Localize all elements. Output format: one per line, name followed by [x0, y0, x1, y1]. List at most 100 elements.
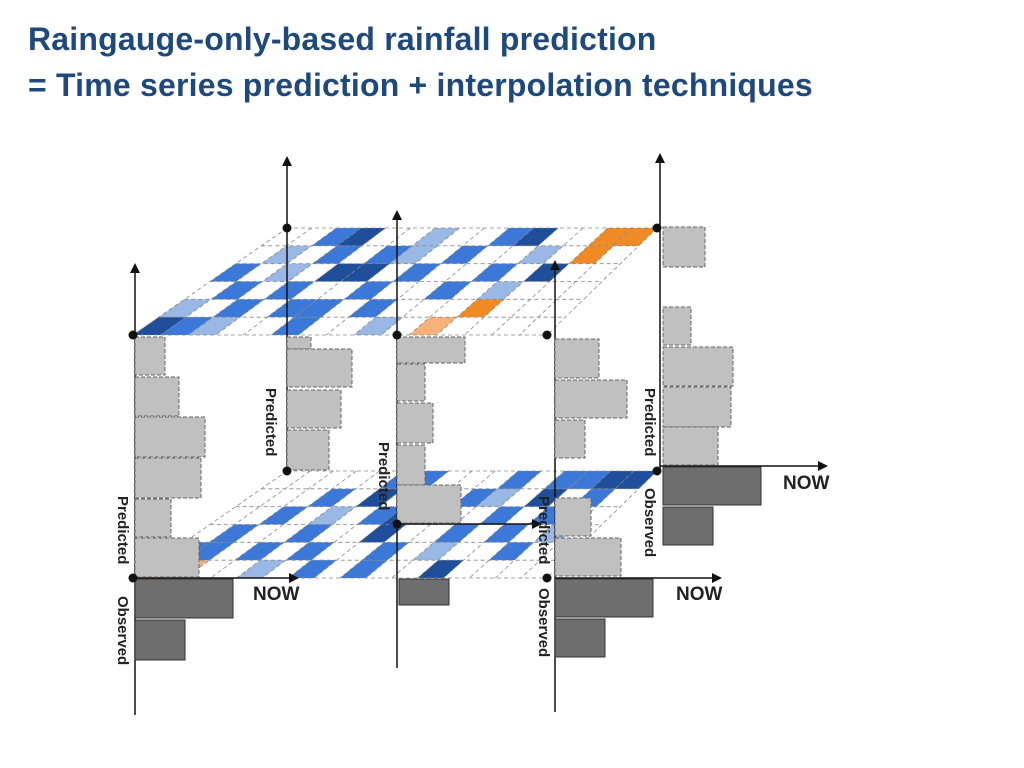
- bottom-grid-cell: [236, 560, 286, 578]
- gauge-point: [652, 466, 662, 476]
- predicted-bar: [134, 498, 172, 538]
- axes-and-connectors: [130, 153, 828, 715]
- top-grid-cell: [412, 228, 460, 246]
- top-grid-cell: [613, 228, 657, 246]
- predicted-bar: [286, 389, 342, 429]
- predicted-bar: [396, 336, 466, 364]
- top-grid-cell: [158, 299, 211, 318]
- diagram-labels: PredictedObservedPredictedPredictedPredi…: [114, 388, 829, 665]
- bottom-grid-cell: [489, 542, 534, 561]
- predicted-bar: [286, 429, 330, 471]
- top-grid-cell: [523, 263, 570, 282]
- predicted-bar: [662, 226, 706, 268]
- top-grid-cell: [392, 263, 441, 282]
- gauge-point: [652, 223, 662, 233]
- top-grid-cell: [456, 299, 504, 318]
- top-grid-cell: [340, 263, 390, 282]
- bottom-grid-cell: [284, 524, 333, 543]
- top-grid-cell: [160, 317, 213, 335]
- bottom-grid-cell: [340, 560, 388, 578]
- predicted-bar: [134, 416, 206, 458]
- bottom-rainfall-grid: [132, 470, 658, 579]
- top-grid-cell: [588, 228, 633, 246]
- top-grid-cell: [311, 228, 361, 246]
- top-grid-gridline: [353, 227, 485, 336]
- predicted-bar: [662, 386, 732, 428]
- bottom-grid-gridline: [417, 470, 542, 579]
- bottom-grid-cell: [355, 488, 403, 507]
- gauge-point: [542, 573, 552, 583]
- observed-bar: [134, 578, 234, 619]
- top-grid-cell: [517, 245, 564, 264]
- top-grid-cell: [212, 299, 265, 318]
- bottom-grid-cell: [307, 488, 356, 507]
- title-line-1: Raingauge-only-based rainfall prediction: [28, 21, 657, 57]
- bottom-grid-cell: [308, 506, 356, 525]
- predicted-bar: [662, 346, 734, 387]
- predicted-label-back-left: Predicted: [262, 388, 279, 456]
- predicted-bar: [286, 348, 353, 388]
- observed-bar: [662, 466, 762, 506]
- top-grid-cell: [353, 317, 403, 335]
- bottom-grid-cell: [591, 471, 634, 489]
- top-grid-cell: [267, 299, 318, 318]
- observed-bar: [554, 578, 654, 618]
- observed-label-left: Observed: [114, 596, 131, 665]
- bottom-grid-cell: [359, 524, 406, 543]
- top-grid-cell: [409, 317, 457, 335]
- gauge-point: [282, 466, 292, 476]
- predicted-label-front-right: Predicted: [535, 496, 552, 564]
- top-grid-cell: [423, 281, 472, 300]
- predicted-label-right: Predicted: [641, 388, 658, 456]
- observed-bar: [398, 578, 450, 606]
- predicted-bar: [286, 336, 312, 350]
- bottom-grid-cell: [234, 542, 285, 561]
- bottom-grid-cell: [288, 560, 337, 578]
- predicted-bar: [554, 338, 600, 379]
- top-grid-cell: [487, 228, 534, 246]
- bottom-grid-cell: [433, 524, 480, 543]
- predicted-bar: [396, 363, 426, 402]
- bottom-grid-cell: [479, 506, 525, 525]
- top-grid-cell: [314, 263, 364, 282]
- top-grid-cell: [512, 228, 559, 246]
- now-label-front-right: NOW: [676, 584, 723, 605]
- top-grid-cell: [389, 245, 438, 264]
- gauge-point: [282, 223, 292, 233]
- predicted-bar: [134, 537, 200, 578]
- bottom-grid-cell: [476, 488, 521, 507]
- predicted-bar: [134, 376, 180, 417]
- top-grid-gridline: [408, 227, 534, 336]
- top-grid-cell: [344, 281, 393, 300]
- top-grid-cell: [271, 317, 322, 335]
- top-grid-cell: [294, 299, 345, 318]
- top-grid-gridline: [270, 227, 411, 336]
- gauge-point: [392, 330, 402, 340]
- bottom-grid-cell: [497, 471, 542, 489]
- predicted-bar: [554, 497, 592, 537]
- observed-bar: [662, 506, 714, 546]
- bottom-grid-cell: [417, 560, 464, 578]
- rainfall-bars: [134, 226, 762, 661]
- top-grid-gridline: [436, 227, 559, 336]
- bottom-grid-cell: [259, 506, 308, 525]
- bottom-grid-cell: [615, 471, 657, 489]
- observed-label-front-right: Observed: [535, 588, 552, 657]
- predicted-label-center: Predicted: [375, 442, 392, 510]
- top-rainfall-grid: [132, 227, 658, 336]
- gauge-points: [128, 223, 662, 583]
- now-label-left: NOW: [253, 584, 300, 605]
- gauge-point: [542, 330, 552, 340]
- predicted-bar: [662, 306, 692, 346]
- gauge-point: [128, 330, 138, 340]
- top-grid-cell: [336, 228, 386, 246]
- gauge-point: [392, 519, 402, 529]
- top-grid-cell: [210, 281, 263, 300]
- observed-bar: [554, 618, 606, 658]
- title-line-2: = Time series prediction + interpolation…: [28, 67, 813, 103]
- predicted-bar: [554, 419, 586, 459]
- slide-title: Raingauge-only-based rainfall prediction…: [28, 16, 988, 108]
- top-grid-cell: [569, 245, 614, 264]
- top-grid-cell: [363, 245, 413, 264]
